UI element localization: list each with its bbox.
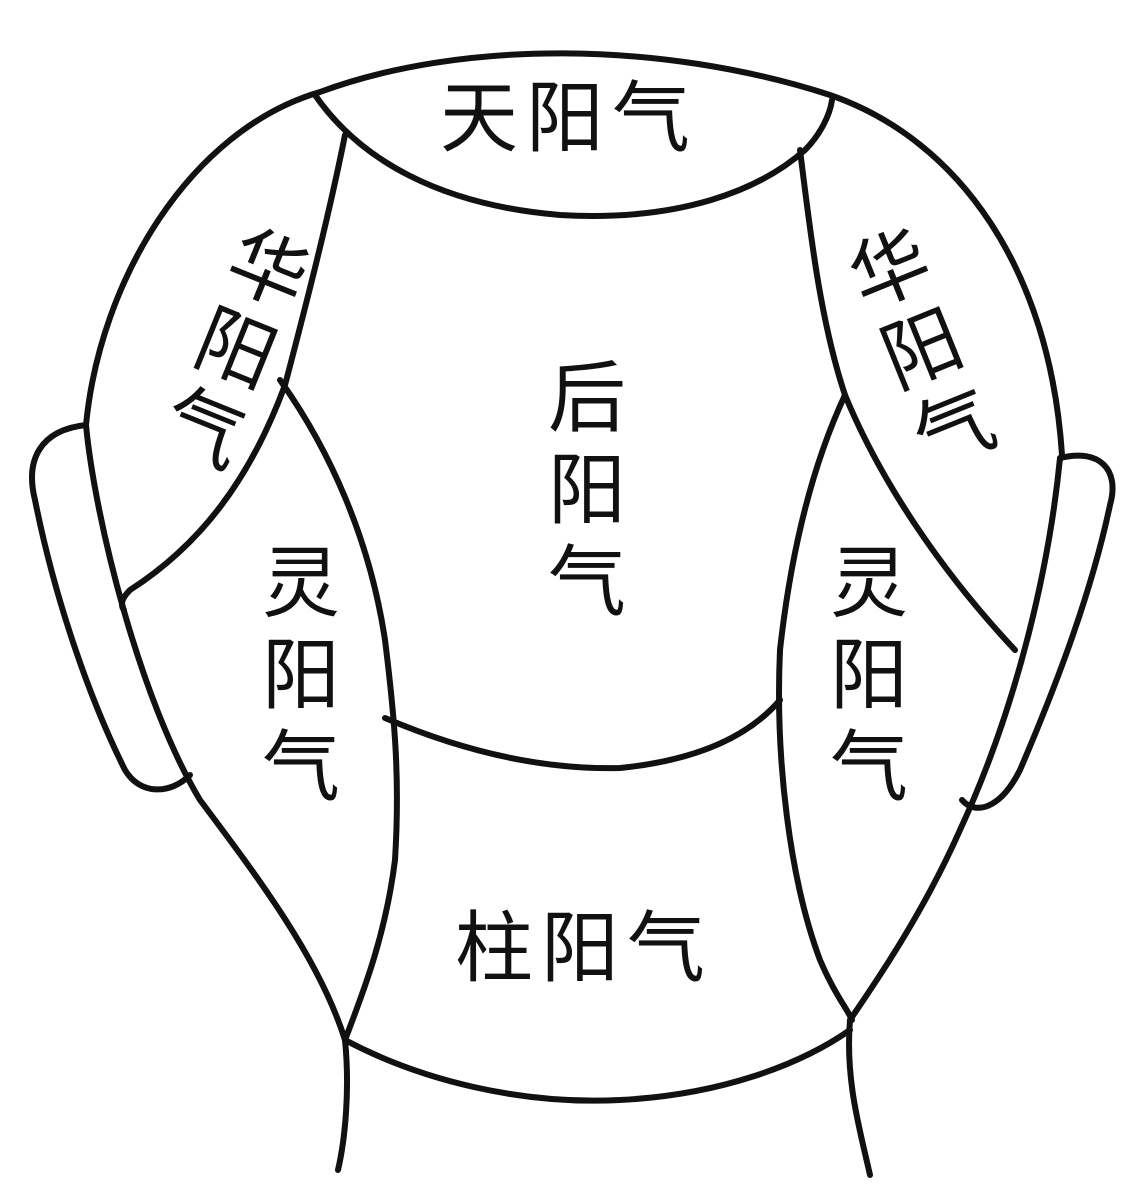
right-lower-boundary bbox=[776, 392, 855, 1023]
neck-left bbox=[335, 1037, 350, 1173]
label-right-lower-char-1: 灵 bbox=[830, 539, 909, 629]
label-back-char-1: 后 bbox=[548, 354, 627, 444]
label-back-char-2: 阳 bbox=[548, 446, 627, 536]
label-left-lower-char-2: 阳 bbox=[262, 631, 341, 721]
label-right-lower-char-3: 气 bbox=[830, 723, 909, 813]
right-head-contour bbox=[847, 455, 1063, 1023]
neck-right bbox=[846, 1017, 873, 1178]
label-back-char-3: 气 bbox=[548, 538, 627, 628]
skull-outline bbox=[83, 50, 1065, 458]
top-region-boundary bbox=[312, 92, 835, 219]
label-right-lower-char-2: 阳 bbox=[830, 631, 909, 721]
label-bottom-region: 柱阳气 bbox=[455, 904, 714, 994]
label-right-lower-region: 灵 阳 气 bbox=[830, 545, 908, 821]
right-ear bbox=[959, 452, 1116, 811]
label-back-region: 后 阳 气 bbox=[548, 360, 626, 636]
bottom-region-boundary bbox=[342, 1027, 853, 1104]
label-top-region: 天阳气 bbox=[440, 74, 699, 164]
left-head-contour bbox=[83, 422, 348, 1043]
label-left-lower-region: 灵 阳 气 bbox=[262, 545, 340, 821]
label-left-lower-char-1: 灵 bbox=[262, 539, 341, 629]
left-upper-boundary bbox=[119, 132, 348, 613]
label-left-lower-char-3: 气 bbox=[262, 723, 341, 813]
left-ear bbox=[29, 422, 193, 793]
left-lower-boundary bbox=[277, 377, 400, 1043]
back-region-boundary bbox=[382, 697, 783, 772]
